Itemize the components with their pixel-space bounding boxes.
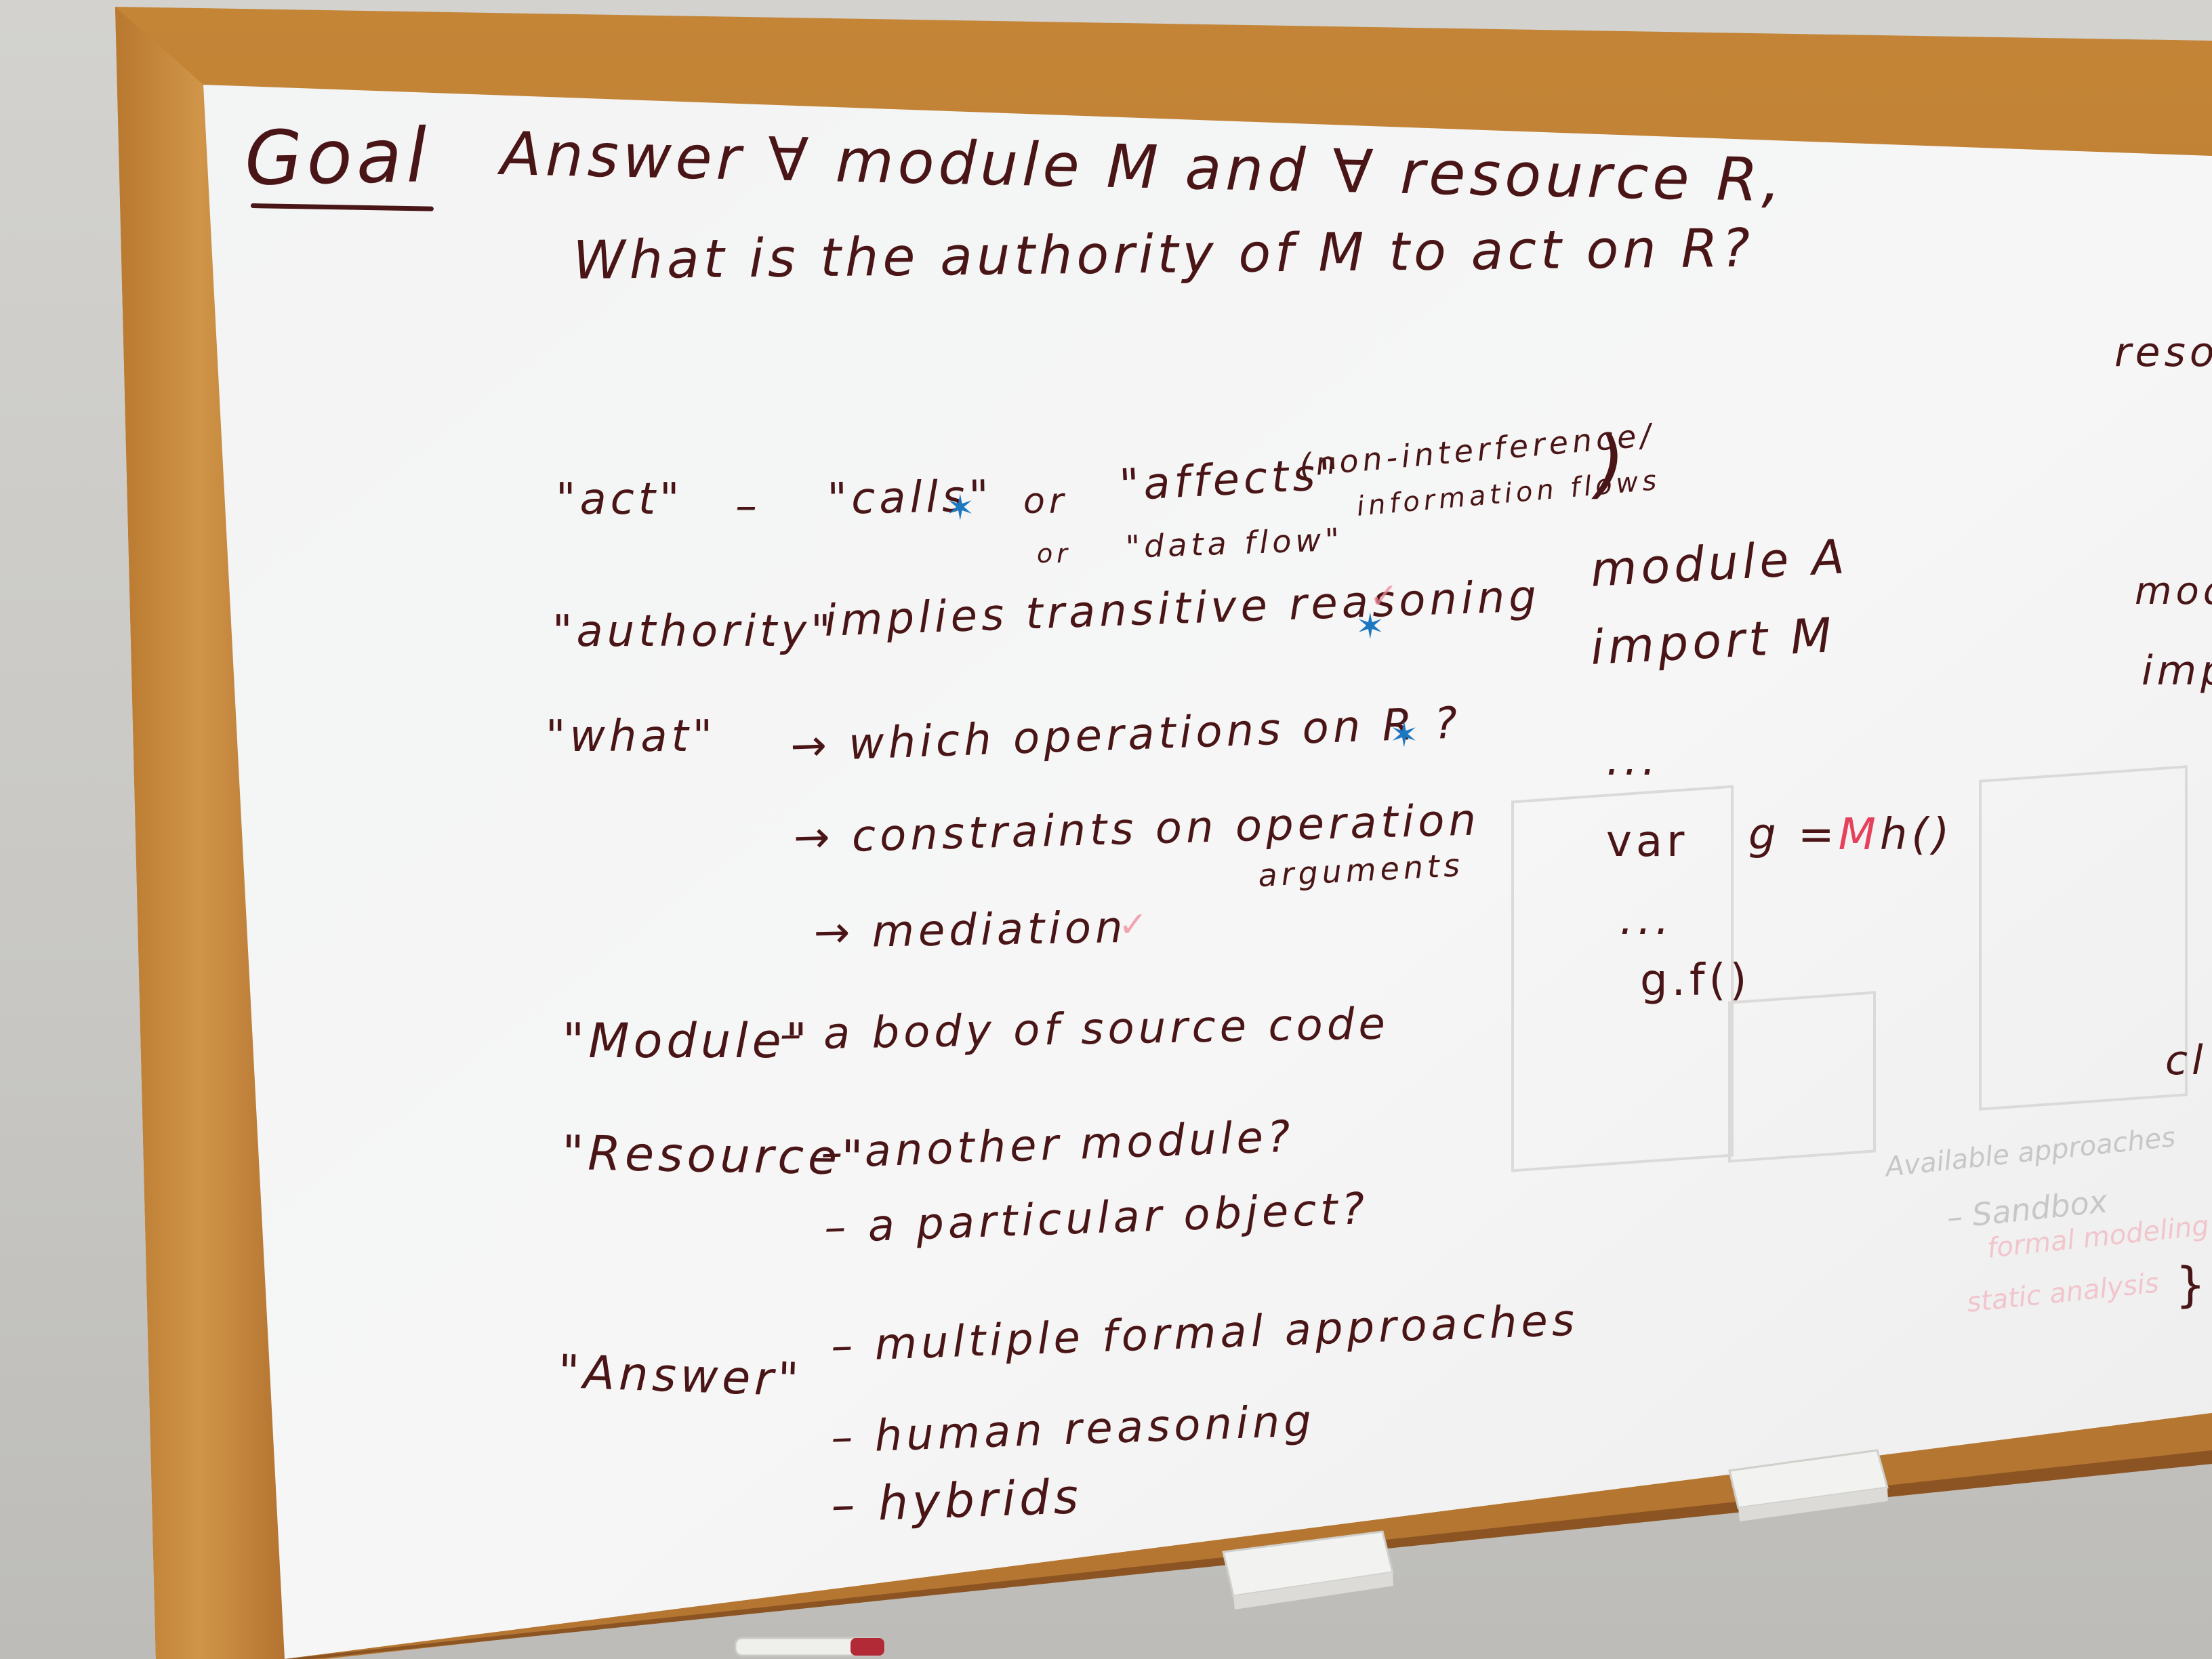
code-dots-1: ... bbox=[1606, 735, 1660, 785]
act-or: or bbox=[1023, 481, 1068, 522]
goal-label: Goal bbox=[244, 112, 432, 202]
eraser-right[interactable] bbox=[1721, 1437, 1898, 1525]
right-partial-3: imp bbox=[2142, 647, 2212, 695]
code-assign: g =Mh() bbox=[1748, 810, 1953, 860]
ghost-box-2 bbox=[1728, 991, 1876, 1163]
module-text: – a body of source code bbox=[779, 999, 1390, 1060]
board-surface bbox=[203, 85, 2212, 1659]
star-mark-calls: ✶ bbox=[945, 488, 975, 529]
right-partial-1: resou bbox=[2114, 329, 2212, 376]
code-assign-highlight: M bbox=[1838, 810, 1880, 860]
star-mark-what: ✶ bbox=[1389, 715, 1419, 756]
ghost-box-3 bbox=[1979, 765, 2188, 1111]
code-var: var bbox=[1606, 817, 1689, 867]
right-brace: } bbox=[2175, 1257, 2210, 1313]
eraser-left[interactable] bbox=[1213, 1511, 1403, 1613]
act-paren-close: ) bbox=[1596, 420, 1629, 507]
pink-check-authority: ✓ bbox=[1369, 576, 1399, 617]
marker-pen[interactable] bbox=[732, 1630, 895, 1659]
act-data-flow: "data flow" bbox=[1125, 520, 1344, 565]
code-assign-pre: g = bbox=[1748, 810, 1839, 860]
act-or-2: or bbox=[1037, 539, 1071, 569]
question: What is the authority of M to act on R? bbox=[573, 218, 1755, 291]
frame-left-rail bbox=[115, 7, 285, 1659]
what-item-3: → mediation bbox=[813, 902, 1128, 958]
code-call: g.f() bbox=[1640, 956, 1751, 1006]
code-assign-post: h() bbox=[1879, 810, 1954, 860]
what-term: "what" bbox=[546, 712, 717, 762]
pink-check-mediation: ✓ bbox=[1118, 905, 1148, 945]
star-mark-authority: ✶ bbox=[1355, 607, 1385, 647]
answer-term: "Answer" bbox=[557, 1345, 804, 1408]
answer-item-3: – hybrids bbox=[830, 1469, 1084, 1533]
module-term: "Module" bbox=[562, 1013, 811, 1069]
act-dash: – bbox=[735, 481, 761, 531]
code-dots-2: ... bbox=[1620, 895, 1674, 945]
act-term: "act" bbox=[556, 474, 684, 525]
authority-term: "authority" bbox=[552, 607, 835, 657]
right-partial-2: modu bbox=[2135, 569, 2212, 613]
right-partial-4: cl bbox=[2165, 1037, 2207, 1084]
